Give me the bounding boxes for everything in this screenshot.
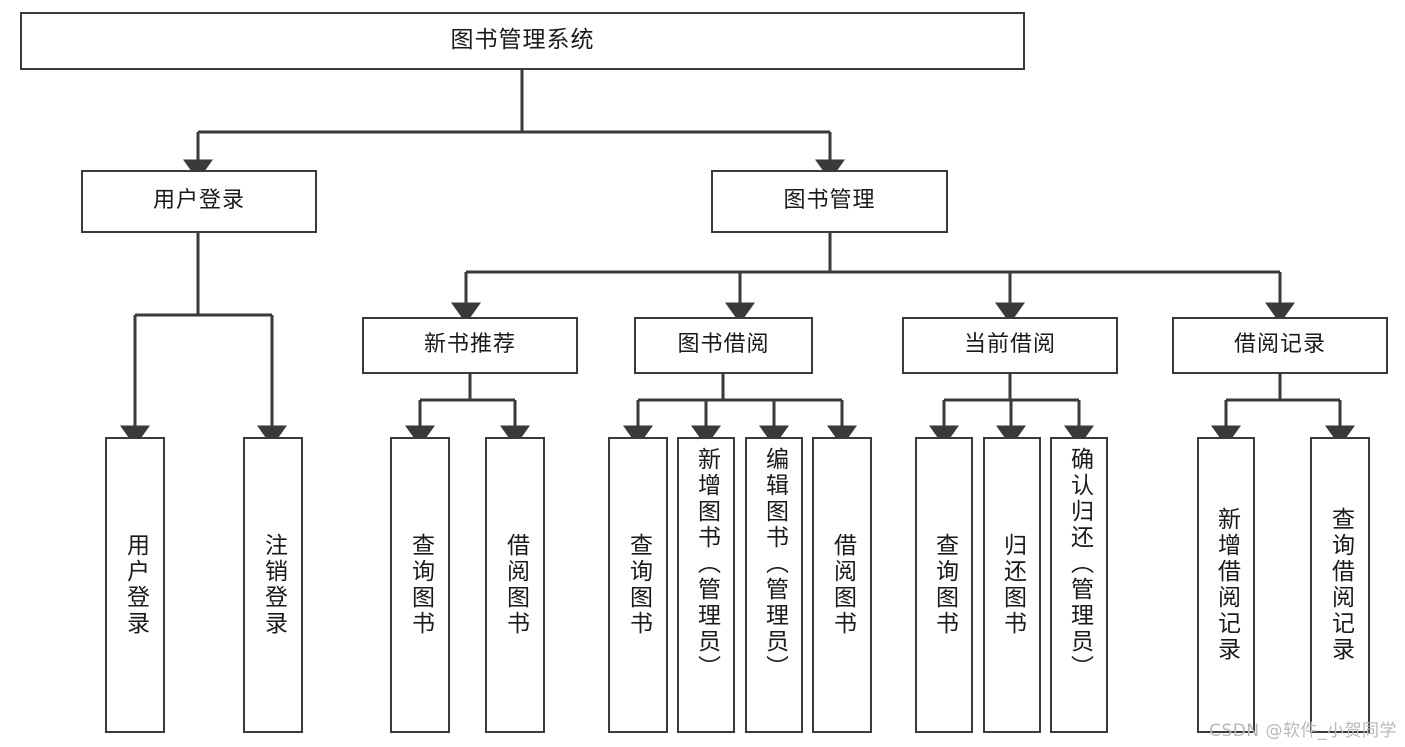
leaf-user-login[interactable]: 用户登录 [105, 437, 165, 733]
node-label: 借阅记录 [1233, 332, 1326, 358]
leaf-return-book[interactable]: 归还图书 [983, 437, 1041, 733]
leaf-add-book-admin[interactable]: 新增图书（管理员） [677, 437, 735, 733]
node-label: 查询图书 [407, 533, 434, 637]
node-label: 确认归还（管理员） [1066, 447, 1093, 681]
leaf-query-book-borrow[interactable]: 查询图书 [608, 437, 668, 733]
node-book-borrow[interactable]: 图书借阅 [634, 317, 813, 374]
node-label: 查询借阅记录 [1327, 507, 1354, 663]
node-user-login[interactable]: 用户登录 [81, 170, 317, 233]
node-label: 图书借阅 [677, 332, 770, 358]
node-label: 当前借阅 [963, 332, 1056, 358]
leaf-edit-book-admin[interactable]: 编辑图书（管理员） [745, 437, 803, 733]
node-label: 归还图书 [999, 533, 1026, 637]
node-label: 新增借阅记录 [1213, 507, 1240, 663]
leaf-query-book-recommend[interactable]: 查询图书 [390, 437, 450, 733]
csdn-watermark: CSDN @软件_小贺同学 [1209, 721, 1397, 741]
leaf-borrow-book-recommend[interactable]: 借阅图书 [485, 437, 545, 733]
node-label: 查询图书 [625, 533, 652, 637]
node-label: 用户登录 [122, 533, 149, 637]
node-label: 注销登录 [260, 533, 287, 637]
node-label: 新书推荐 [423, 332, 516, 358]
node-label: 新增图书（管理员） [693, 447, 720, 681]
leaf-query-borrow-record[interactable]: 查询借阅记录 [1310, 437, 1370, 733]
node-current-borrow[interactable]: 当前借阅 [902, 317, 1118, 374]
node-root-book-management-system[interactable]: 图书管理系统 [20, 12, 1025, 70]
node-label: 编辑图书（管理员） [761, 447, 788, 681]
node-label: 图书管理系统 [450, 27, 595, 54]
leaf-add-borrow-record[interactable]: 新增借阅记录 [1197, 437, 1255, 733]
leaf-user-logout[interactable]: 注销登录 [243, 437, 303, 733]
node-label: 借阅图书 [502, 533, 529, 637]
node-label: 图书管理 [783, 188, 876, 214]
node-borrow-record[interactable]: 借阅记录 [1172, 317, 1388, 374]
node-label: 查询图书 [931, 533, 958, 637]
leaf-query-book-current[interactable]: 查询图书 [915, 437, 973, 733]
node-label: 借阅图书 [829, 533, 856, 637]
node-book-management[interactable]: 图书管理 [711, 170, 948, 233]
node-new-book-recommend[interactable]: 新书推荐 [362, 317, 578, 374]
leaf-borrow-book[interactable]: 借阅图书 [812, 437, 872, 733]
leaf-confirm-return-admin[interactable]: 确认归还（管理员） [1050, 437, 1108, 733]
node-label: 用户登录 [152, 188, 245, 214]
